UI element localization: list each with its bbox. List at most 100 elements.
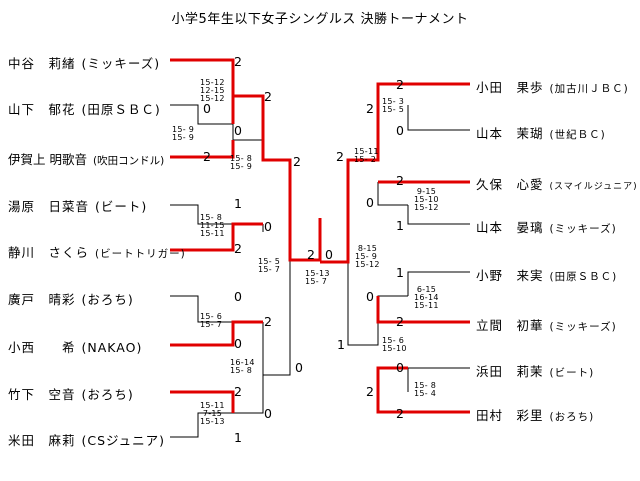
set-scores: 6-15 16-14 15-11: [414, 285, 439, 310]
bracket-line: [262, 260, 291, 376]
player-name: 小西 希: [8, 340, 76, 355]
set-scores: 15- 3 15- 5: [382, 97, 405, 114]
bracket-line: [170, 204, 233, 225]
set-scores: 15-11 15- 2: [354, 147, 379, 164]
player-team: (CSジュニア): [81, 433, 166, 448]
score: 2: [203, 149, 211, 164]
player-team: (おろち): [81, 292, 134, 307]
score: 1: [234, 430, 242, 445]
winner-line: [320, 82, 470, 264]
player-name: 伊賀上 明歌音: [8, 152, 87, 167]
score: 2: [396, 314, 404, 329]
score: 0: [264, 406, 272, 421]
score: 2: [336, 149, 344, 164]
player-name: 田村 彩里: [476, 408, 544, 423]
winner-line: [170, 390, 235, 413]
player-name: 山本 晏璃: [476, 220, 544, 235]
player-left-8: 竹下 空音 (おろち): [8, 384, 134, 403]
player-name: 竹下 空音: [8, 387, 76, 402]
bracket-line: [407, 271, 470, 296]
player-name: 山下 郁花: [8, 102, 76, 117]
player-name: 静川 さくら: [8, 245, 90, 260]
player-left-4: 湯原 日菜音 (ビート): [8, 196, 147, 215]
score: 0: [366, 195, 374, 210]
player-team: (ミッキーズ): [81, 56, 161, 71]
score: 1: [396, 265, 404, 280]
score: 2: [293, 154, 301, 169]
player-name: 小田 果歩: [476, 80, 544, 95]
player-team: (おろち): [81, 387, 134, 402]
winner-line: [170, 140, 235, 159]
page-title: 小学5年生以下女子シングルス 決勝トーナメント: [171, 12, 469, 27]
player-name: 湯原 日菜音: [8, 199, 90, 214]
player-name: 浜田 莉茉: [476, 364, 544, 379]
player-name: 立間 初華: [476, 318, 544, 333]
set-scores: 15- 6 15- 7: [200, 312, 223, 329]
player-team: (ビート): [95, 199, 148, 214]
score: 2: [234, 241, 242, 256]
score: 2: [234, 384, 242, 399]
score: 0: [203, 101, 211, 116]
set-scores: 16-14 15- 8: [230, 358, 255, 375]
score: 0: [234, 123, 242, 138]
score: 2: [234, 54, 242, 69]
player-left-2: 山下 郁花 (田原ＳＢＣ): [8, 99, 161, 118]
player-right-4: 山本 晏璃 (ミッキーズ): [476, 217, 617, 236]
player-left-5: 静川 さくら (ビートトリガー): [8, 242, 186, 261]
bracket-line: [170, 295, 233, 323]
player-left-9: 米田 麻莉(CSジュニア): [8, 430, 165, 449]
score: 0: [234, 336, 242, 351]
player-team: (吹田コンドル): [92, 155, 165, 167]
bracket-line: [377, 182, 408, 206]
player-team: (ミッキーズ): [549, 223, 617, 235]
bracket-line: [407, 105, 470, 131]
player-team: (田原ＳＢＣ): [81, 102, 161, 117]
score: 0: [264, 219, 272, 234]
score: 2: [366, 101, 374, 116]
final-score-left: 2: [307, 247, 315, 262]
winner-line: [376, 296, 470, 324]
set-scores: 15- 6 15-10: [382, 336, 407, 353]
set-scores: 15- 5 15- 7: [258, 257, 281, 274]
player-name: 小野 来実: [476, 268, 544, 283]
score: 2: [264, 314, 272, 329]
player-name: 廣戸 晴彩: [8, 292, 76, 307]
score: 0: [234, 289, 242, 304]
player-name: 山本 茉瑚: [476, 126, 544, 141]
final-score-right: 0: [325, 247, 333, 262]
score: 2: [396, 173, 404, 188]
set-scores: 15-11 7-15 15-13: [200, 401, 225, 426]
player-team: (ビート): [549, 367, 595, 379]
score: 0: [396, 360, 404, 375]
score: 1: [234, 196, 242, 211]
player-left-7: 小西 希 (NAKAO): [8, 337, 142, 356]
set-scores: 15- 8 15- 9: [230, 154, 253, 171]
player-right-1: 小田 果歩 (加古川ＪＢＣ): [476, 77, 629, 96]
score: 1: [396, 218, 404, 233]
player-right-2: 山本 茉瑚 (世紀ＢＣ): [476, 123, 606, 142]
player-left-3: 伊賀上 明歌音 (吹田コンドル): [8, 149, 164, 168]
player-right-5: 小野 来実 (田原ＳＢＣ): [476, 265, 617, 284]
score: 1: [337, 337, 345, 352]
bracket-line: [170, 412, 233, 438]
player-team: (田原ＳＢＣ): [549, 271, 618, 283]
bracket-line: [233, 375, 264, 414]
player-left-6: 廣戸 晴彩 (おろち): [8, 289, 134, 308]
player-team: (スマイルジュニア): [549, 182, 638, 192]
bracket-line: [170, 104, 233, 125]
player-right-6: 立間 初華(ミッキーズ): [476, 315, 617, 334]
player-left-1: 中谷 莉緒(ミッキーズ): [8, 53, 160, 72]
set-scores: 15- 8 15- 4: [414, 381, 437, 398]
player-team: (NAKAO): [81, 340, 143, 355]
player-team: (おろち): [549, 411, 595, 423]
player-team: (加古川ＪＢＣ): [549, 83, 629, 95]
winner-line: [376, 366, 470, 414]
player-team: (世紀ＢＣ): [549, 129, 606, 141]
player-right-3: 久保 心愛(スマイルジュニア): [476, 174, 638, 193]
player-team: (ビートトリガー): [95, 248, 186, 260]
winner-line: [170, 320, 263, 347]
set-scores: 15-12 12-15 15-12: [200, 78, 225, 103]
set-scores: 15- 8 11-15 15-11: [200, 213, 225, 238]
set-scores: 8-15 15- 9 15-12: [355, 244, 380, 269]
